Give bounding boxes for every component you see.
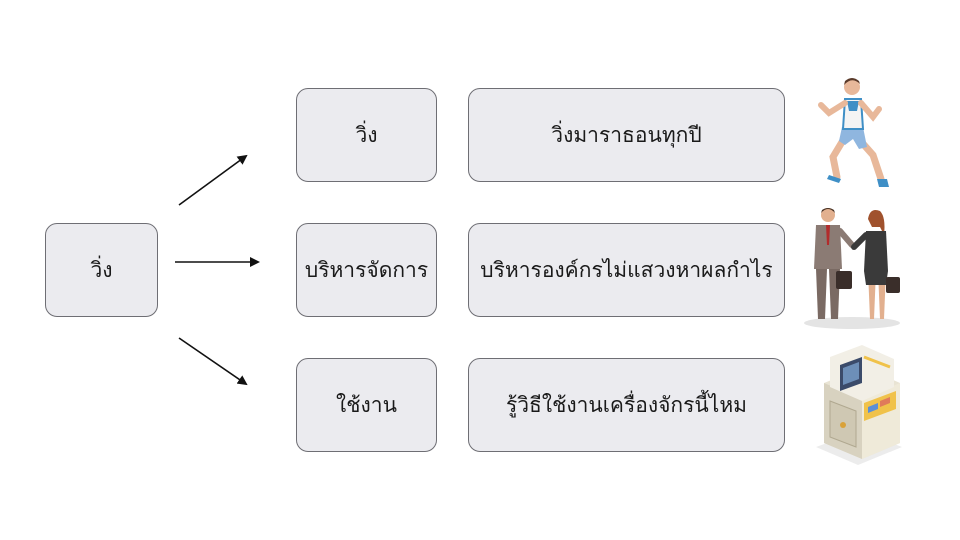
source-word-box: วิ่ง <box>45 223 158 317</box>
runner-icon <box>818 78 889 187</box>
machine-icon <box>816 345 902 465</box>
business-people-icon <box>804 208 900 329</box>
word-box-2: บริหารจัดการ <box>296 223 437 317</box>
word-box-1: วิ่ง <box>296 88 437 182</box>
phrase-label-2: บริหารองค์กรไม่แสวงหาผลกำไร <box>480 257 773 282</box>
phrase-label-1: วิ่งมาราธอนทุกปี <box>551 122 702 147</box>
phrase-box-1: วิ่งมาราธอนทุกปี <box>468 88 785 182</box>
source-word-label: วิ่ง <box>90 257 113 282</box>
word-label-1: วิ่ง <box>355 122 378 147</box>
phrase-box-2: บริหารองค์กรไม่แสวงหาผลกำไร <box>468 223 785 317</box>
word-label-2: บริหารจัดการ <box>304 257 429 282</box>
arrow-up <box>178 154 248 206</box>
arrow-down <box>178 337 248 386</box>
phrase-label-3: รู้วิธีใช้งานเครื่องจักรนี้ไหม <box>505 392 748 417</box>
phrase-box-3: รู้วิธีใช้งานเครื่องจักรนี้ไหม <box>468 358 785 452</box>
word-label-3: ใช้งาน <box>336 392 397 417</box>
word-box-3: ใช้งาน <box>296 358 437 452</box>
